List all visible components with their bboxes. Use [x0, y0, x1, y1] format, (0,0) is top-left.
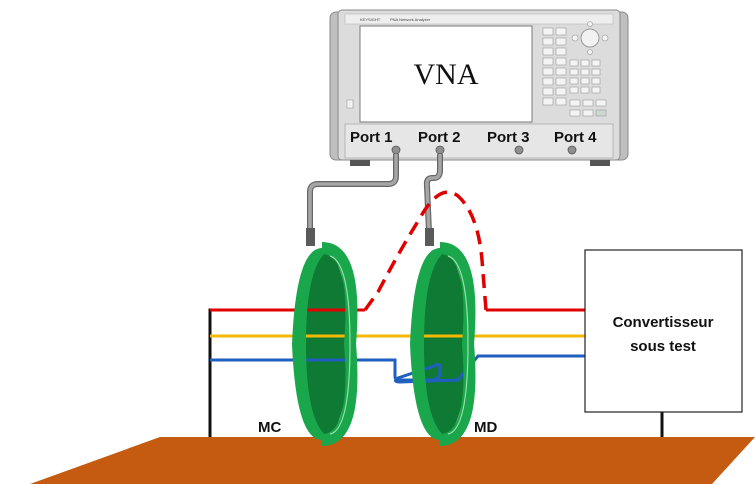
dut-label-line1: Convertisseur: [613, 314, 714, 331]
port-1-label: Port 1: [350, 129, 393, 146]
dut-box: [585, 250, 742, 412]
vna-knob: [581, 29, 599, 47]
black-wire-left: [210, 310, 290, 437]
port-4-label: Port 4: [554, 129, 597, 146]
vna-model: PNA Network Analyzer: [390, 17, 431, 22]
vna-brand: KEYSIGHT: [360, 17, 381, 22]
mc-probe-head: [306, 228, 315, 246]
md-probe-head: [425, 228, 434, 246]
blue-wire: [210, 356, 585, 382]
port-1-connector: [392, 146, 400, 154]
vna-instrument: KEYSIGHT PNA Network Analyzer VNA: [330, 10, 628, 166]
dut-label-line2: sous test: [630, 338, 696, 355]
ground-plane: [30, 437, 755, 484]
port-2-label: Port 2: [418, 129, 461, 146]
port-3-label: Port 3: [487, 129, 530, 146]
port-3-connector: [515, 146, 523, 154]
vna-screen-label: VNA: [414, 58, 479, 91]
md-probe-label: MD: [474, 419, 497, 436]
port-4-connector: [568, 146, 576, 154]
mc-probe-label: MC: [258, 419, 281, 436]
port-2-connector: [436, 146, 444, 154]
